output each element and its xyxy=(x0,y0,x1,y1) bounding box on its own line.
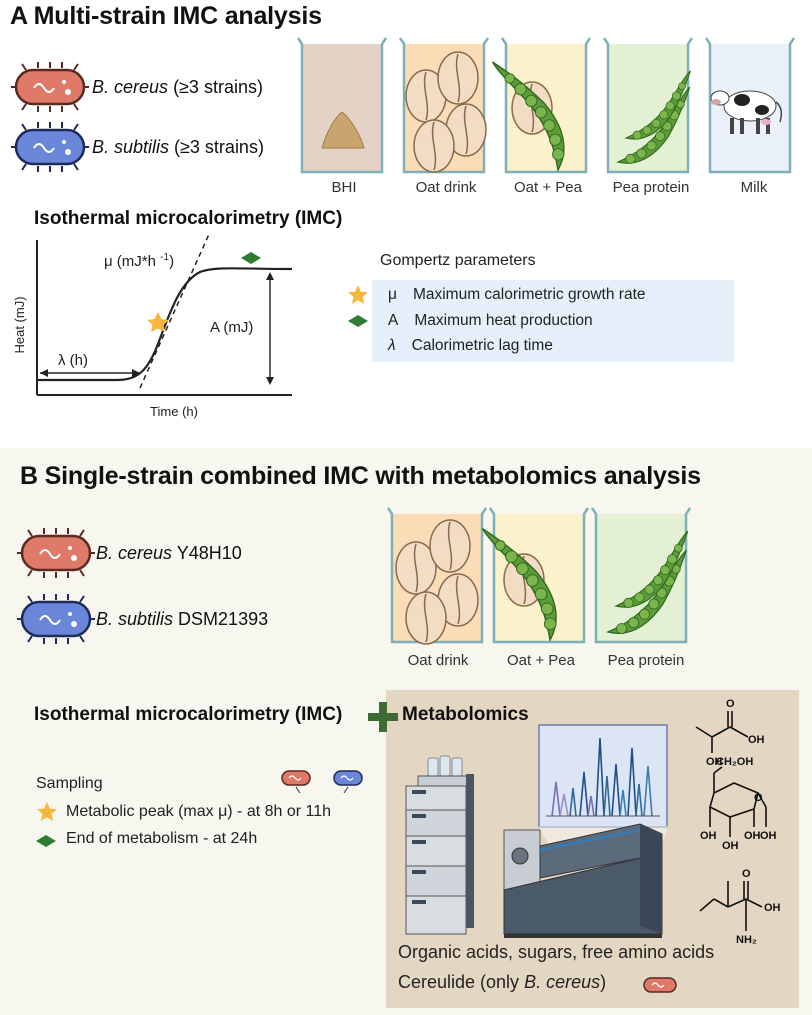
beaker-b-label-oat-drink: Oat drink xyxy=(407,652,469,669)
cereulide-note: Cereulide (only B. cereus) xyxy=(398,972,607,992)
beaker-b-label-pea-protein: Pea protein xyxy=(607,652,685,669)
diamond-icon xyxy=(241,252,261,264)
bacillus-subtilis-icon xyxy=(11,122,89,172)
beaker-label-pea-protein: Pea protein xyxy=(612,179,690,196)
beaker-milk xyxy=(704,37,796,174)
mol-o-3: O xyxy=(742,868,751,880)
beaker-oat-pea-b xyxy=(458,507,590,644)
graph-lambda-label: λ (h) xyxy=(58,352,88,369)
mol-oh-6: OH xyxy=(760,830,777,842)
mol-oh-1: OH xyxy=(748,734,765,746)
imc-growth-curve: Heat (mJ) Time (h) μ (mJ*h -1) A (mJ) λ … xyxy=(12,232,293,419)
plus-icon xyxy=(368,702,398,732)
beaker-oat-drink xyxy=(398,37,490,174)
molecule-structures: O OH OH CH₂OH O OH OH OH OH O OH NH₂ xyxy=(695,698,781,946)
graph-mu-label: μ (mJ*h -1) xyxy=(104,252,174,270)
star-icon xyxy=(348,285,368,304)
mol-oh-5: OH xyxy=(744,830,761,842)
mol-nh2: NH₂ xyxy=(736,934,757,946)
graph-x-label: Time (h) xyxy=(150,404,198,419)
panel-a-beakers xyxy=(296,37,796,174)
beaker-label-oat-pea: Oat + Pea xyxy=(514,179,582,196)
bacillus-cereus-icon xyxy=(11,62,89,112)
mol-o-2: O xyxy=(754,792,763,804)
imc-title-b: Isothermal microcalorimetry (IMC) xyxy=(34,704,343,725)
gompertz-box xyxy=(372,280,734,362)
bacteria-b-subtilis-label: B. subtilis DSM21393 xyxy=(96,609,269,629)
beaker-label-oat-drink: Oat drink xyxy=(415,179,477,196)
gompertz-title: Gompertz parameters xyxy=(380,252,536,269)
star-icon xyxy=(37,802,57,821)
mol-oh-7: OH xyxy=(764,902,781,914)
beaker-oat-pea xyxy=(469,37,592,174)
imc-title-a: Isothermal microcalorimetry (IMC) xyxy=(34,208,343,229)
graph-a-label: A (mJ) xyxy=(210,319,253,336)
chromatogram xyxy=(538,724,668,828)
mol-oh-4: OH xyxy=(722,840,739,852)
beaker-b-label-oat-pea: Oat + Pea xyxy=(507,652,575,669)
cow-icon xyxy=(710,90,783,134)
bacillus-subtilis-icon xyxy=(17,594,95,644)
diamond-icon xyxy=(348,315,368,327)
mol-oh-2: OH xyxy=(706,756,723,768)
bacteria-a-cereus-label: B. cereus (≥3 strains) xyxy=(92,77,263,97)
lc-ms-instrument-icon xyxy=(405,755,663,938)
beaker-label-milk: Milk xyxy=(740,179,768,196)
beaker-pea-protein-b xyxy=(590,507,692,644)
sampling-row-peak: Metabolic peak (max μ) - at 8h or 11h xyxy=(66,803,332,820)
beaker-label-bhi: BHI xyxy=(331,179,357,196)
beaker-bhi xyxy=(296,37,388,174)
star-icon xyxy=(147,312,169,332)
beaker-pea-protein xyxy=(602,37,694,174)
panel-a-title: A Multi-strain IMC analysis xyxy=(10,2,322,30)
bacillus-cereus-mini-icon xyxy=(643,977,677,993)
panel-b-beakers xyxy=(386,507,692,645)
mini-bacteria-icons xyxy=(281,770,363,793)
graph-y-label: Heat (mJ) xyxy=(12,296,27,353)
metabolite-types: Organic acids, sugars, free amino acids xyxy=(398,942,715,962)
sampling-title: Sampling xyxy=(36,775,103,792)
bacteria-a-subtilis-label: B. subtilis (≥3 strains) xyxy=(92,137,264,157)
mol-o-1: O xyxy=(726,698,735,710)
sampling-row-end: End of metabolism - at 24h xyxy=(66,830,258,847)
mol-oh-3: OH xyxy=(700,830,717,842)
beaker-oat-drink-b xyxy=(386,507,488,645)
bacteria-b-cereus-label: B. cereus Y48H10 xyxy=(96,543,242,563)
panel-b-title: B Single-strain combined IMC with metabo… xyxy=(20,462,701,490)
metabolomics-title: Metabolomics xyxy=(402,704,529,725)
mol-ch2oh: CH₂OH xyxy=(716,756,753,768)
diamond-icon xyxy=(36,835,56,847)
bacillus-cereus-icon xyxy=(17,528,95,578)
